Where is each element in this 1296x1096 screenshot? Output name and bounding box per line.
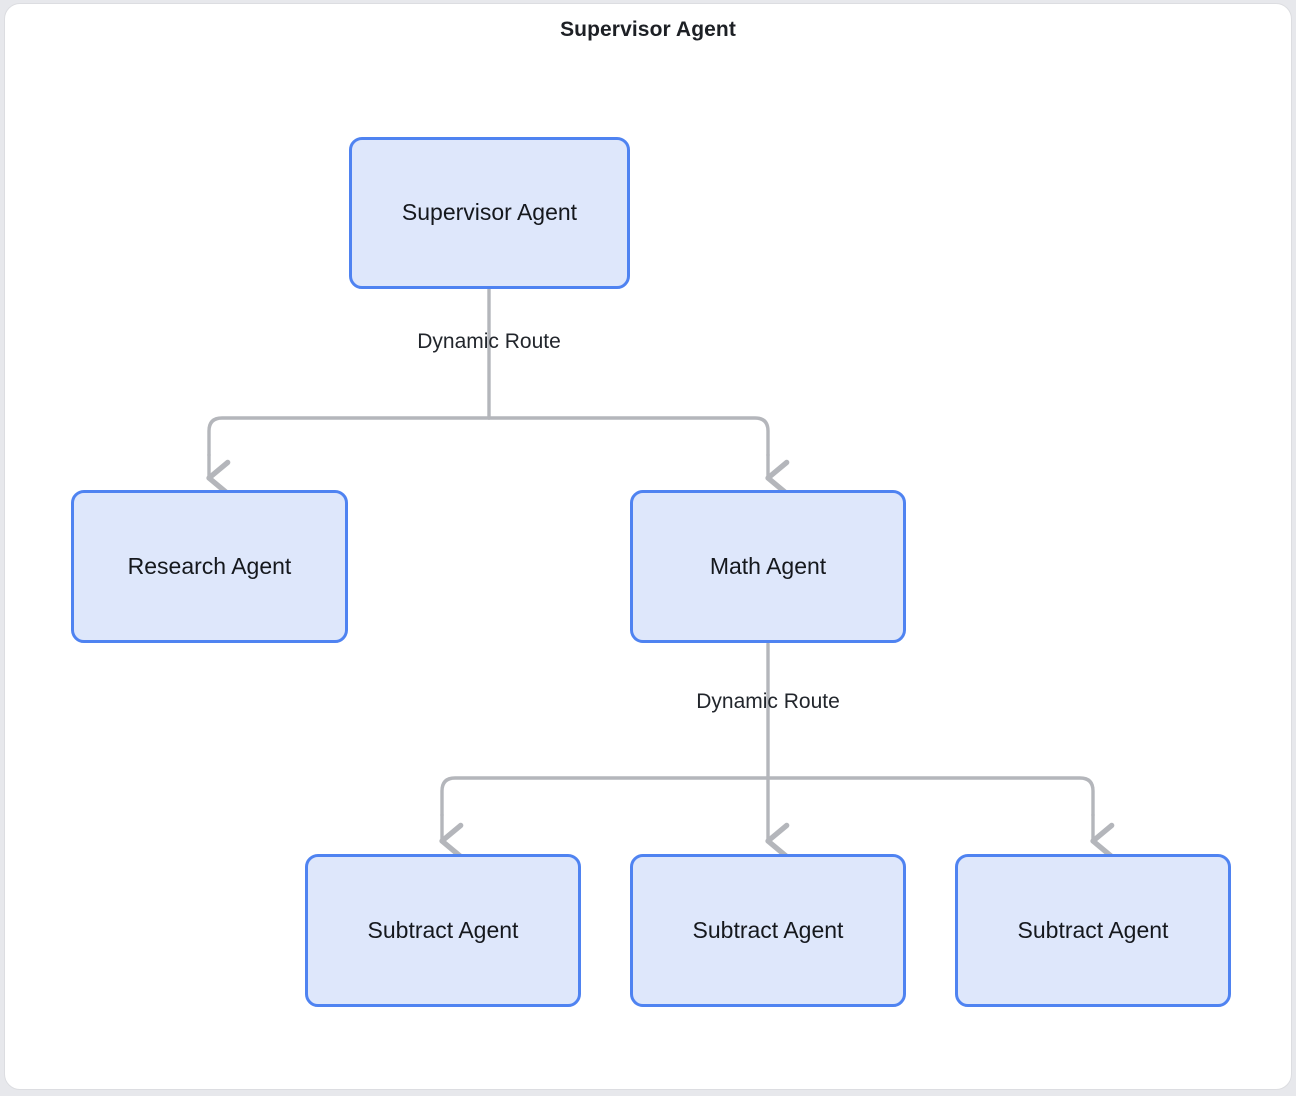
- node-subtract-agent-3[interactable]: Subtract Agent: [955, 854, 1231, 1007]
- edge-supervisor-to-math: [487, 416, 770, 457]
- edge-math-to-subtract-3: [766, 776, 1095, 817]
- node-label: Supervisor Agent: [401, 199, 578, 226]
- node-subtract-agent-1[interactable]: Subtract Agent: [305, 854, 581, 1007]
- node-subtract-agent-2[interactable]: Subtract Agent: [630, 854, 906, 1007]
- edge-supervisor-to-research: [207, 416, 491, 457]
- edge-math-to-subtract-1: [440, 776, 770, 817]
- node-label: Math Agent: [709, 552, 827, 579]
- node-math-agent[interactable]: Math Agent: [630, 490, 906, 643]
- node-supervisor-agent[interactable]: Supervisor Agent: [349, 137, 630, 289]
- node-label: Research Agent: [127, 552, 292, 579]
- edge-label-dynamic-route-bottom: Dynamic Route: [696, 690, 840, 713]
- node-label: Subtract Agent: [1017, 916, 1169, 943]
- node-label: Subtract Agent: [367, 916, 519, 943]
- node-label: Subtract Agent: [692, 916, 844, 943]
- edge-label-dynamic-route-top: Dynamic Route: [417, 330, 561, 353]
- node-research-agent[interactable]: Research Agent: [71, 490, 348, 643]
- page-title: Supervisor Agent: [560, 18, 736, 41]
